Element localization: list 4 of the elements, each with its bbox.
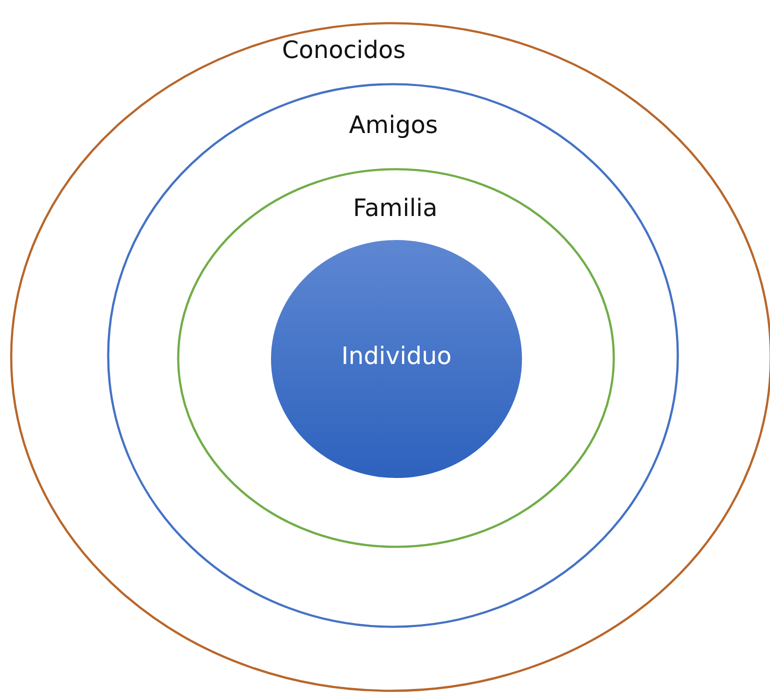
circle-label: Individuo <box>341 342 452 370</box>
ring-label: Conocidos <box>282 36 406 64</box>
ring-label: Amigos <box>349 111 438 139</box>
ring-label: Familia <box>353 194 438 222</box>
